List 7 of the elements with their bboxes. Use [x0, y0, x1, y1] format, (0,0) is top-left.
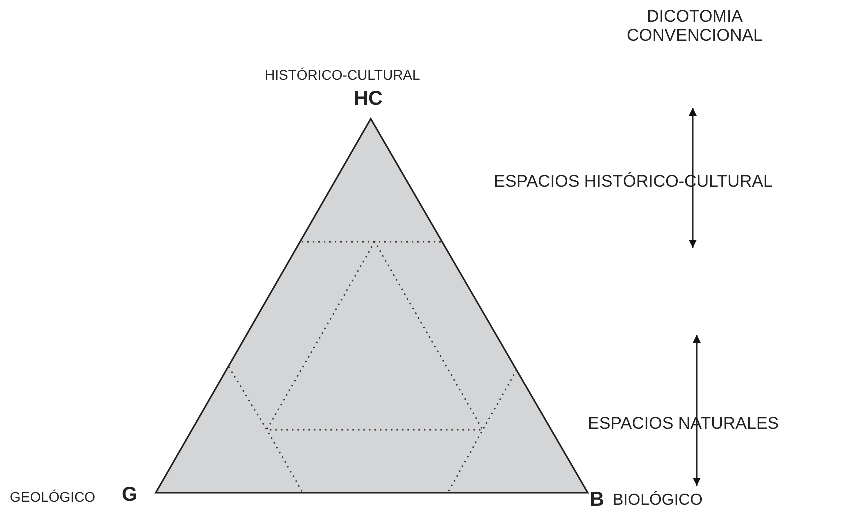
- vertex-label: G: [122, 484, 138, 506]
- heading: DICOTOMIA CONVENCIONAL: [626, 8, 764, 46]
- vertex-label: HISTÓRICO-CULTURAL: [265, 68, 420, 84]
- vertex-label: BIOLÓGICO: [613, 492, 703, 510]
- vertex-label: HC: [354, 88, 383, 110]
- vertex-label: B: [590, 489, 604, 510]
- vertex-label: GEOLÓGICO: [10, 490, 96, 506]
